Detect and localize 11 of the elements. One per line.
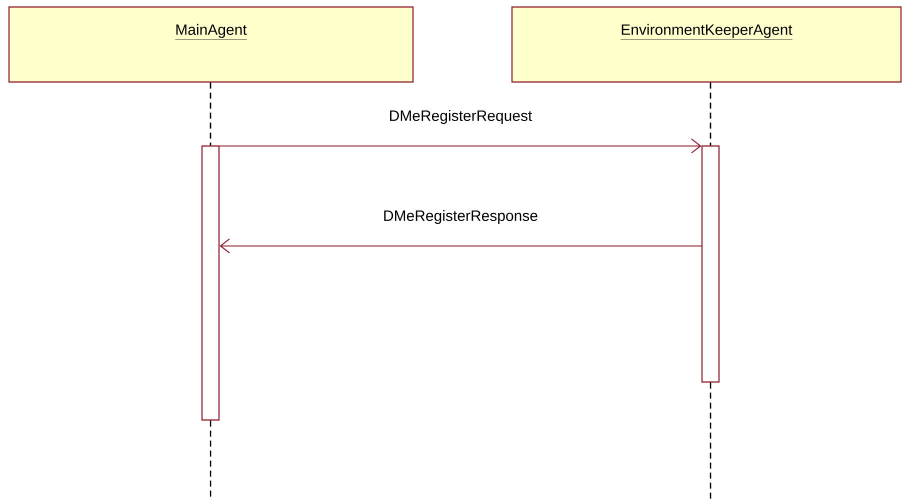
lifeline [710, 382, 712, 500]
lifeline [710, 82, 712, 146]
activation-bar [201, 145, 220, 421]
lifeline [210, 82, 212, 146]
message-label: DMeRegisterResponse [382, 209, 540, 225]
message-arrow [220, 138, 702, 154]
activation-bar [701, 145, 720, 383]
message-label: DMeRegisterRequest [388, 109, 534, 125]
lifeline-box: MainAgent [8, 6, 414, 83]
message-arrow [220, 238, 702, 254]
lifeline-box: EnvironmentKeeperAgent [511, 6, 902, 83]
